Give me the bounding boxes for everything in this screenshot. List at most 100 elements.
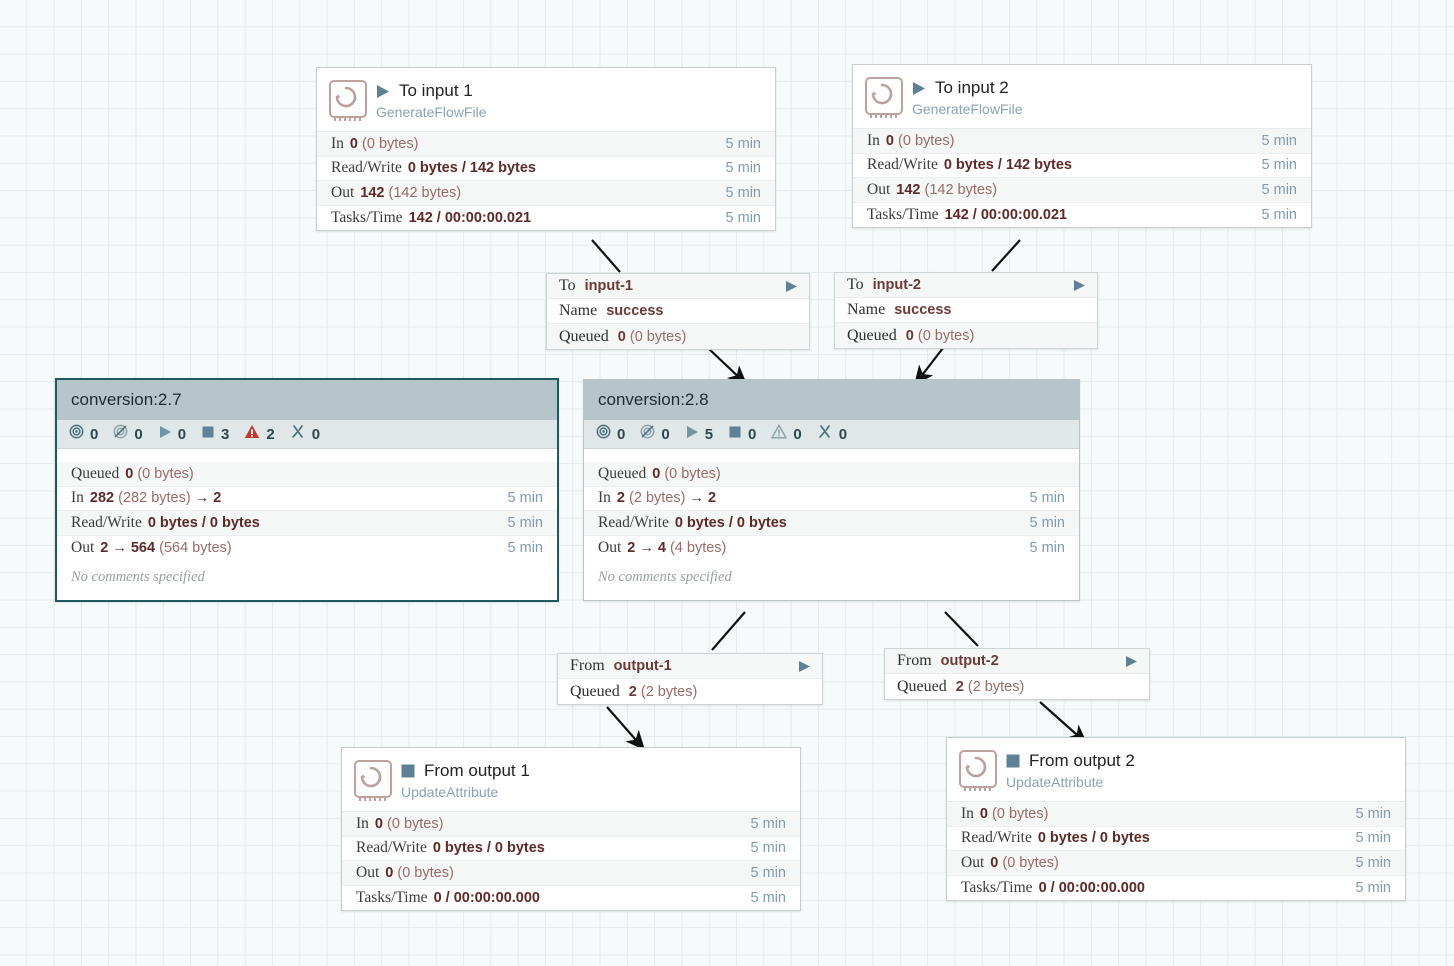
stat-label: Read/Write	[356, 839, 427, 857]
stat-row: Tasks/Time 0 / 00:00:00.000 5 min	[342, 885, 800, 910]
connection-key: Name	[559, 302, 598, 319]
connection-value: 2 (2 bytes)	[628, 683, 698, 700]
processor-type: GenerateFlowFile	[376, 104, 487, 120]
stat-value: 0 bytes / 142 bytes	[407, 160, 536, 177]
connection-key: To	[847, 276, 864, 293]
stat-value: 0 (0 bytes)	[374, 815, 444, 832]
stat-time: 5 min	[750, 864, 786, 881]
status-running[interactable]: 5	[685, 425, 713, 444]
stat-value: 0 (0 bytes)	[979, 805, 1049, 822]
stat-label: Out	[867, 180, 891, 198]
process-group-comment: No comments specified	[71, 569, 205, 585]
running-icon	[1073, 279, 1097, 292]
processor-to-input-2[interactable]: To input 2 GenerateFlowFile In 0 (0 byte…	[852, 64, 1312, 228]
invalid-icon	[771, 423, 788, 444]
connection-row: Name success	[547, 299, 809, 324]
not-transmitting-icon	[640, 424, 655, 444]
stat-value: 142 (142 bytes)	[896, 181, 998, 198]
status-invalid[interactable]: 0	[771, 423, 802, 444]
status-invalid[interactable]: 2	[244, 424, 275, 444]
disabled-icon	[290, 424, 306, 444]
stat-label: In	[867, 131, 880, 149]
stat-label: Tasks/Time	[961, 878, 1033, 896]
running-icon	[158, 425, 172, 444]
processor-name: From output 2	[1029, 751, 1135, 770]
stat-value: 142 / 00:00:00.021	[408, 209, 532, 226]
stat-time: 5 min	[1355, 879, 1391, 896]
status-running[interactable]: 0	[158, 425, 186, 444]
processor-icon	[354, 760, 392, 801]
stat-label: In	[961, 804, 974, 822]
stat-label: Out	[71, 538, 95, 556]
stat-time: 5 min	[1355, 830, 1391, 847]
stat-time: 5 min	[1355, 805, 1391, 822]
stat-value: 0 bytes / 142 bytes	[943, 157, 1072, 174]
connection-label-to-input-1[interactable]: To input-1 Name success Queued 0 (0 byte…	[546, 273, 810, 350]
stopped-icon	[401, 764, 415, 778]
connection-value: output-1	[613, 658, 672, 674]
spacer	[57, 449, 557, 462]
connection-value: input-1	[584, 278, 633, 294]
processor-from-output-1[interactable]: From output 1 UpdateAttribute In 0 (0 by…	[341, 747, 801, 911]
stat-label: Tasks/Time	[356, 888, 428, 906]
stat-row: In 0 (0 bytes) 5 min	[317, 132, 775, 157]
stat-time: 5 min	[1261, 181, 1297, 198]
connection-value: input-2	[872, 277, 921, 293]
status-stopped[interactable]: 3	[201, 425, 229, 444]
connection-label-from-output-2[interactable]: From output-2 Queued 2 (2 bytes)	[884, 648, 1150, 700]
stat-label: In	[331, 134, 344, 152]
connection-value: 2 (2 bytes)	[955, 678, 1025, 695]
processor-to-input-1[interactable]: To input 1 GenerateFlowFile In 0 (0 byte…	[316, 67, 776, 231]
stat-time: 5 min	[1355, 854, 1391, 871]
stat-label: Queued	[598, 464, 647, 482]
status-transmitting[interactable]: 0	[69, 424, 98, 444]
connection-row: Queued 2 (2 bytes)	[885, 674, 1149, 699]
connection-row: Name success	[835, 298, 1097, 323]
stat-label: Out	[598, 538, 622, 556]
connection-label-from-output-1[interactable]: From output-1 Queued 2 (2 bytes)	[557, 653, 823, 705]
status-count: 0	[90, 425, 99, 443]
running-icon	[685, 425, 699, 444]
stat-time: 5 min	[1029, 490, 1065, 507]
stat-value: 142 / 00:00:00.021	[944, 206, 1068, 223]
processor-stats: In 0 (0 bytes) 5 min Read/Write 0 bytes …	[853, 128, 1311, 227]
stat-value: 0 bytes / 0 bytes	[147, 514, 260, 531]
process-group-conversion-2-7[interactable]: conversion:2.7 0 0 0 3	[55, 378, 559, 602]
stat-row: Out 0 (0 bytes) 5 min	[947, 851, 1405, 876]
status-not-transmitting[interactable]: 0	[113, 424, 143, 444]
stat-time: 5 min	[725, 184, 761, 201]
connection-row: To input-1	[547, 274, 809, 299]
processor-name: To input 1	[399, 81, 473, 100]
processor-type: UpdateAttribute	[401, 784, 499, 800]
stat-label: Read/Write	[598, 513, 669, 531]
stat-row: Queued 0 (0 bytes)	[57, 462, 557, 487]
connection-value: success	[894, 302, 952, 318]
stat-time: 5 min	[507, 490, 543, 507]
stat-row: In 2 (2 bytes) → 2 5 min	[584, 486, 1079, 511]
processor-from-output-2[interactable]: From output 2 UpdateAttribute In 0 (0 by…	[946, 737, 1406, 901]
status-not-transmitting[interactable]: 0	[640, 424, 670, 444]
process-group-status-bar: 0 0 0 3 2	[57, 420, 557, 449]
status-transmitting[interactable]: 0	[596, 424, 625, 444]
stat-time: 5 min	[1261, 157, 1297, 174]
status-stopped[interactable]: 0	[728, 425, 756, 444]
processor-type: GenerateFlowFile	[912, 101, 1023, 117]
processor-header: From output 2 UpdateAttribute	[947, 738, 1405, 801]
stat-time: 5 min	[750, 889, 786, 906]
stat-row: In 282 (282 bytes) → 2 5 min	[57, 486, 557, 511]
connection-label-to-input-2[interactable]: To input-2 Name success Queued 0 (0 byte…	[834, 272, 1098, 349]
processor-stats: In 0 (0 bytes) 5 min Read/Write 0 bytes …	[947, 801, 1405, 900]
spacer	[57, 586, 557, 600]
stat-time: 5 min	[725, 160, 761, 177]
process-group-title: conversion:2.7	[57, 380, 557, 420]
processor-header: From output 1 UpdateAttribute	[342, 748, 800, 811]
stat-value: 0 bytes / 0 bytes	[674, 514, 787, 531]
status-disabled[interactable]: 0	[290, 424, 320, 444]
connection-key: To	[559, 277, 576, 294]
processor-type: UpdateAttribute	[1006, 774, 1104, 790]
stat-row: In 0 (0 bytes) 5 min	[947, 802, 1405, 827]
stat-label: In	[598, 489, 611, 507]
process-group-conversion-2-8[interactable]: conversion:2.8 0 0 5 0	[583, 379, 1080, 601]
status-disabled[interactable]: 0	[817, 424, 847, 444]
stat-row: Queued 0 (0 bytes)	[584, 462, 1079, 487]
